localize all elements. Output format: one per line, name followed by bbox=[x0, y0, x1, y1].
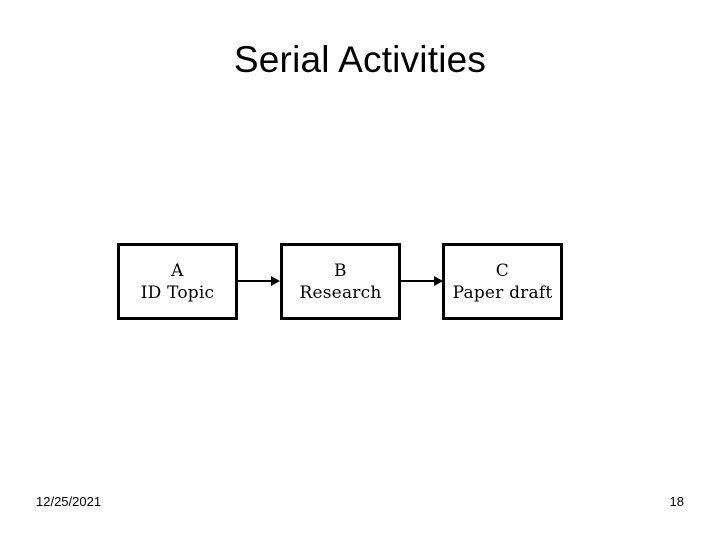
flow-box-c[interactable]: C Paper draft bbox=[442, 243, 563, 320]
arrow-right-icon-b-to-c bbox=[401, 274, 443, 288]
arrow-right-icon-a-to-b bbox=[238, 274, 280, 288]
arrow-shaft bbox=[401, 280, 435, 282]
arrow-shaft bbox=[238, 280, 272, 282]
flow-box-a[interactable]: A ID Topic bbox=[117, 243, 238, 320]
footer-date: 12/25/2021 bbox=[36, 494, 102, 509]
arrow-head bbox=[434, 276, 443, 286]
footer-page-number: 18 bbox=[669, 494, 684, 509]
flow-box-c-letter: C bbox=[495, 260, 510, 281]
flow-box-b-letter: B bbox=[334, 260, 347, 281]
flow-box-c-label: Paper draft bbox=[452, 282, 553, 303]
flow-box-a-label: ID Topic bbox=[140, 282, 215, 303]
flow-box-b-label: Research bbox=[299, 282, 382, 303]
flow-box-b[interactable]: B Research bbox=[280, 243, 401, 320]
flow-box-a-letter: A bbox=[171, 260, 184, 281]
page-title: Serial Activities bbox=[233, 39, 487, 80]
serial-activities-diagram: A ID Topic B Research C Paper draft bbox=[117, 243, 565, 321]
arrow-head bbox=[271, 276, 280, 286]
